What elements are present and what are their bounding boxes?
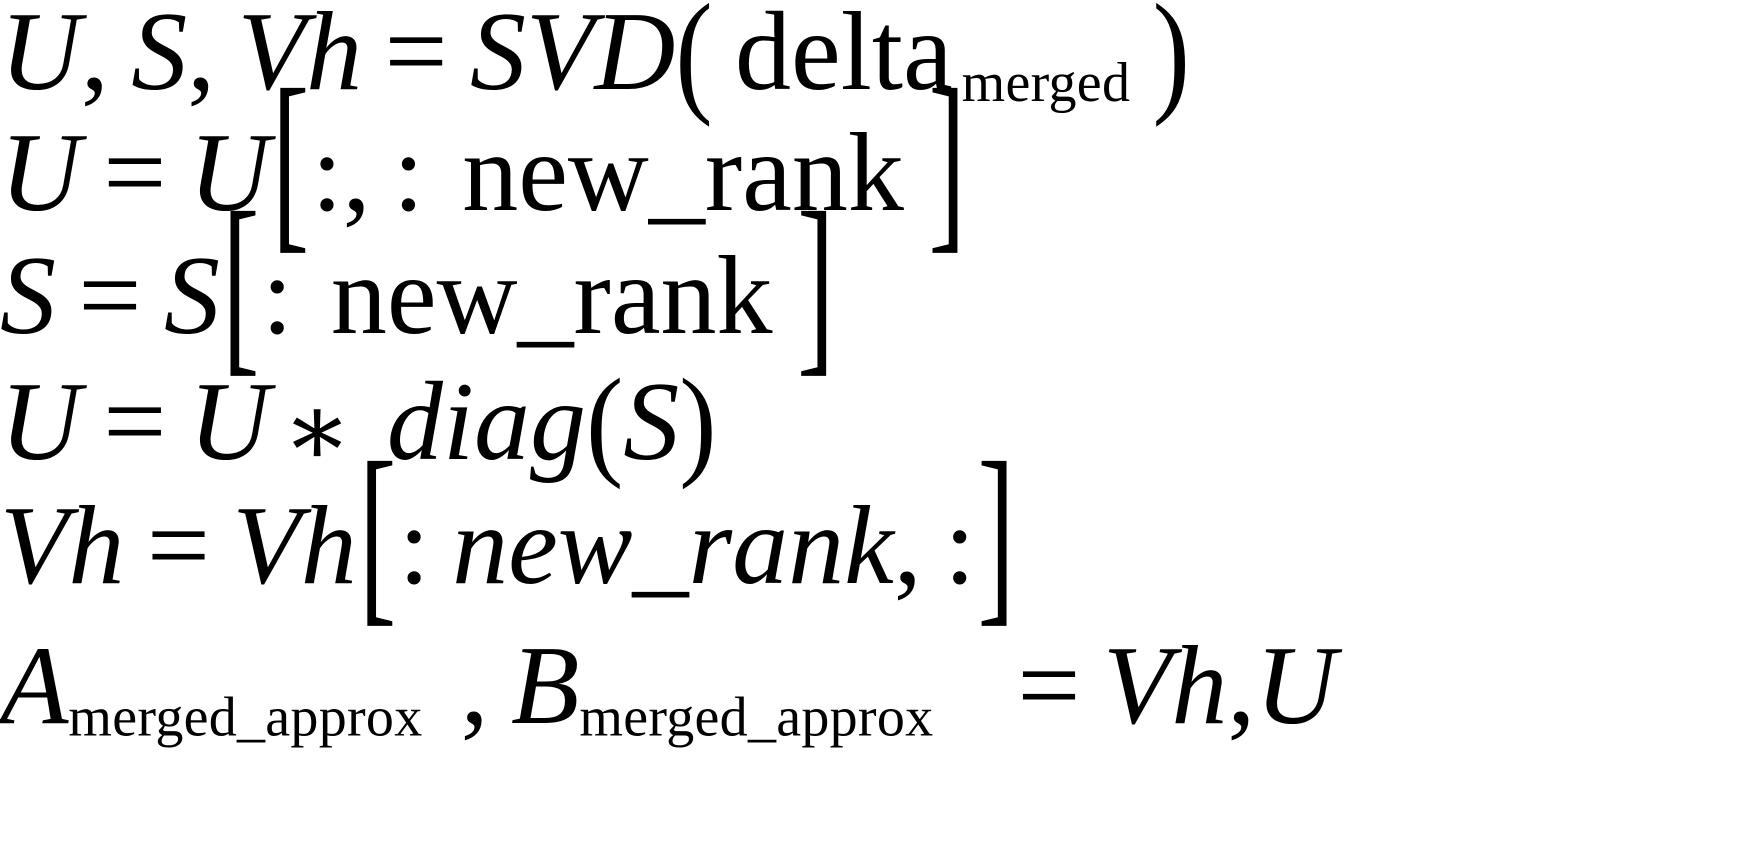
colon-slice-1: : — [398, 484, 430, 608]
subscript-merged: merged — [961, 52, 1131, 115]
math-var-Vh: Vh — [237, 0, 363, 114]
math-var-Vh-lhs: Vh — [0, 484, 125, 608]
text-delta: delta — [735, 0, 953, 114]
colon-slice-2: : — [944, 484, 976, 608]
equation-line-4: U=U∗diag(S) — [0, 361, 717, 484]
equation-line-6: Amerged_approx,Bmerged_approx=Vh,U — [0, 630, 1336, 745]
equation-line-2: U=U[:,:new_rank] — [0, 61, 968, 260]
equals-sign: = — [1017, 624, 1081, 748]
math-var-Vh-rhs: Vh — [232, 484, 357, 608]
bracket-close: ] — [977, 422, 1015, 644]
bracket-open: [ — [222, 172, 260, 394]
equals-sign: = — [384, 0, 448, 114]
subscript-merged-approx-B: merged_approx — [579, 686, 934, 749]
math-var-S-lhs: S — [0, 234, 56, 358]
math-var-U: U — [0, 0, 81, 114]
math-func-SVD: SVD — [470, 0, 676, 114]
comma: , — [893, 484, 922, 608]
math-var-Vh-result: Vh — [1102, 624, 1228, 748]
equation-line-5: Vh=Vh[:new_rank,:] — [0, 434, 1017, 633]
subscript-merged-approx-A: merged_approx — [68, 686, 423, 749]
math-var-U-lhs: U — [0, 360, 81, 484]
colon-slice-2: : — [393, 111, 425, 235]
math-var-B: B — [510, 624, 580, 748]
multiply-operator: ∗ — [282, 374, 353, 489]
math-var-U-result: U — [1255, 624, 1337, 748]
paren-open: ( — [675, 0, 713, 129]
math-text-new-rank: new_rank — [452, 484, 894, 608]
math-var-S-rhs: S — [163, 234, 220, 358]
math-var-U-rhs: U — [188, 360, 270, 484]
bracket-open: [ — [271, 49, 310, 271]
text-new-rank: new_rank — [462, 111, 904, 235]
math-func-diag: diag — [386, 360, 586, 484]
colon-slice-1: : — [261, 234, 293, 358]
paren-close: ) — [1152, 0, 1190, 129]
comma: , — [342, 111, 371, 235]
equation-line-3: S=S[:new_rank] — [0, 184, 837, 383]
equals-sign: = — [103, 360, 167, 484]
math-var-U-rhs: U — [188, 111, 270, 235]
comma: , — [187, 0, 216, 114]
comma: , — [1227, 624, 1256, 748]
math-var-S: S — [131, 0, 188, 114]
math-var-A: A — [0, 624, 69, 748]
bracket-open: [ — [359, 422, 397, 644]
equals-sign: = — [78, 234, 142, 358]
comma: , — [460, 624, 489, 748]
equals-sign: = — [103, 111, 167, 235]
bracket-close: ] — [797, 172, 835, 394]
paren-open: ( — [586, 354, 624, 491]
paren-close: ) — [679, 354, 717, 491]
math-var-U-lhs: U — [0, 111, 81, 235]
equals-sign: = — [146, 484, 210, 608]
text-new-rank: new_rank — [330, 234, 773, 358]
comma: , — [80, 0, 109, 114]
bracket-close: ] — [928, 49, 966, 271]
math-var-S-arg: S — [623, 360, 680, 484]
colon-slice-1: : — [311, 111, 343, 235]
